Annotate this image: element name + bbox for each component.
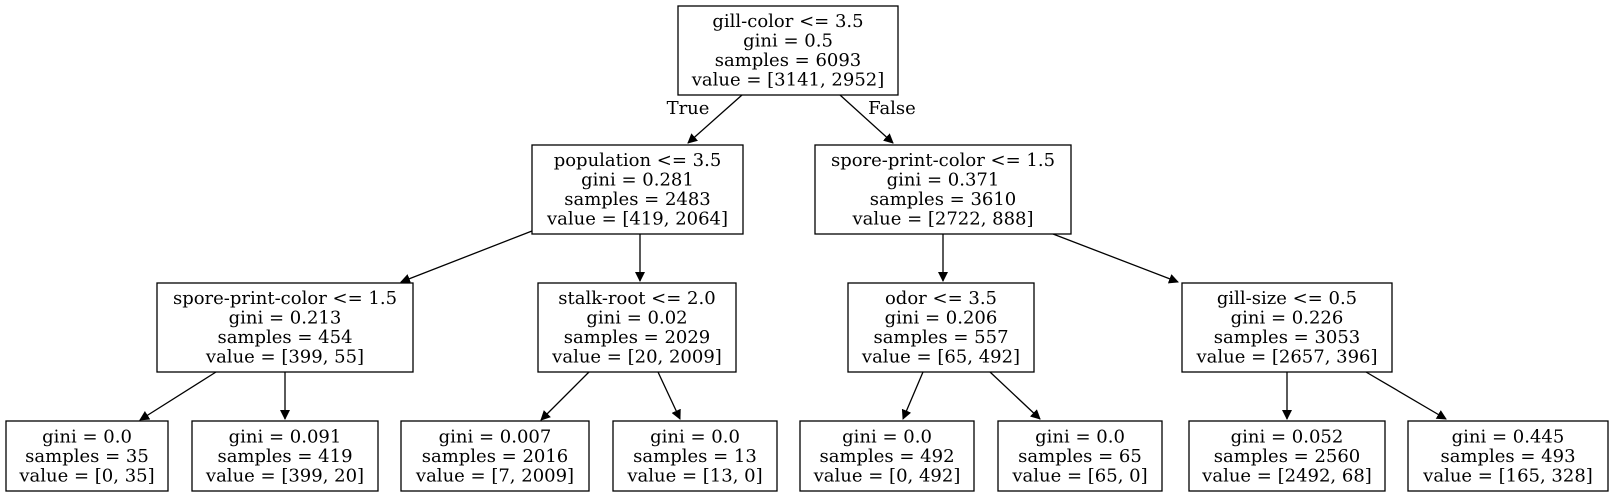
edge-n0-n1 xyxy=(687,94,743,144)
node-text-line: gill-size <= 0.5 xyxy=(1217,288,1357,309)
node-box xyxy=(1188,420,1386,492)
node-text-line: gini = 0.091 xyxy=(229,426,342,447)
edge-n4-n9 xyxy=(540,371,590,421)
node-text-line: samples = 454 xyxy=(217,327,352,348)
edge-n1-n3 xyxy=(400,230,533,284)
node-text-line: gini = 0.0 xyxy=(842,426,932,447)
node-text-line: samples = 3053 xyxy=(1214,327,1361,348)
node-box xyxy=(1181,282,1393,373)
node-box xyxy=(814,144,1072,235)
node-box xyxy=(537,282,737,373)
node-text-line: gini = 0.226 xyxy=(1231,308,1344,329)
node-text-line: value = [0, 35] xyxy=(18,465,154,486)
edge-n0-n2 xyxy=(839,94,894,144)
node-text-line: spore-print-color <= 1.5 xyxy=(831,150,1055,171)
node-text-line: samples = 2029 xyxy=(564,327,711,348)
node-text-line: value = [3141, 2952] xyxy=(691,70,885,91)
node-text-line: samples = 13 xyxy=(633,446,757,467)
edge-n4-n10 xyxy=(657,371,681,420)
node-box xyxy=(400,420,590,492)
node-text-line: gini = 0.0 xyxy=(650,426,740,447)
edge-labels-layer: True False xyxy=(667,98,916,119)
node-text-line: gini = 0.445 xyxy=(1452,426,1565,447)
node-text-line: value = [65, 0] xyxy=(1011,465,1147,486)
edge-n2-n6 xyxy=(1052,233,1179,284)
node-text-line: gini = 0.0 xyxy=(1035,426,1125,447)
node-text-line: gini = 0.213 xyxy=(229,308,342,329)
node-text-line: gini = 0.5 xyxy=(743,31,833,52)
node-text-line: value = [65, 492] xyxy=(861,347,1020,368)
node-text-line: samples = 419 xyxy=(217,446,352,467)
node-text-line: gini = 0.371 xyxy=(887,170,1000,191)
node-text-line: samples = 492 xyxy=(819,446,954,467)
node-text-line: samples = 3610 xyxy=(870,189,1017,210)
node-text-line: samples = 557 xyxy=(873,327,1008,348)
node-box xyxy=(191,420,379,492)
edge-n5-n11 xyxy=(901,371,924,420)
edges-layer xyxy=(139,94,1447,421)
node-text-line: value = [20, 2009] xyxy=(551,347,722,368)
node-text-line: samples = 2016 xyxy=(422,446,569,467)
node-text-line: value = [2657, 396] xyxy=(1195,347,1377,368)
node-text-line: samples = 493 xyxy=(1440,446,1575,467)
edge-n3-n7 xyxy=(139,371,217,421)
node-text-line: value = [165, 328] xyxy=(1422,465,1593,486)
node-text-line: samples = 65 xyxy=(1018,446,1142,467)
node-text-line: samples = 2483 xyxy=(564,189,711,210)
node-box xyxy=(677,5,899,96)
edge-label-true: True xyxy=(667,98,710,119)
node-text-line: samples = 35 xyxy=(25,446,149,467)
node-text-line: value = [0, 492] xyxy=(813,465,961,486)
node-box xyxy=(799,420,975,492)
node-text-line: value = [419, 2064] xyxy=(546,209,728,230)
node-text-line: value = [13, 0] xyxy=(626,465,762,486)
node-text-line: samples = 2560 xyxy=(1214,446,1361,467)
node-box xyxy=(156,282,414,373)
edge-n6-n14 xyxy=(1365,371,1447,420)
node-text-line: value = [399, 55] xyxy=(205,347,364,368)
node-text-line: value = [7, 2009] xyxy=(415,465,574,486)
node-text-line: value = [2492, 68] xyxy=(1201,465,1372,486)
node-text-line: gini = 0.02 xyxy=(586,308,687,329)
node-text-line: value = [399, 20] xyxy=(205,465,364,486)
node-text-line: gini = 0.052 xyxy=(1231,426,1344,447)
node-box xyxy=(5,420,169,492)
node-text-line: gini = 0.206 xyxy=(885,308,998,329)
node-text-line: samples = 6093 xyxy=(715,50,862,71)
node-text-line: value = [2722, 888] xyxy=(851,209,1033,230)
edge-label-false: False xyxy=(868,98,916,119)
node-text-line: gini = 0.0 xyxy=(42,426,132,447)
node-text-line: odor <= 3.5 xyxy=(885,288,997,309)
node-text-line: population <= 3.5 xyxy=(554,150,722,171)
node-text-line: gill-color <= 3.5 xyxy=(712,11,863,32)
node-text-line: gini = 0.007 xyxy=(439,426,552,447)
node-box xyxy=(1407,420,1609,492)
node-box xyxy=(997,420,1163,492)
node-box xyxy=(612,420,778,492)
node-text-line: gini = 0.281 xyxy=(581,170,694,191)
node-box xyxy=(847,282,1035,373)
edge-n5-n12 xyxy=(989,371,1041,420)
node-text-line: spore-print-color <= 1.5 xyxy=(173,288,397,309)
node-text-line: stalk-root <= 2.0 xyxy=(558,288,715,309)
node-box xyxy=(531,144,744,235)
